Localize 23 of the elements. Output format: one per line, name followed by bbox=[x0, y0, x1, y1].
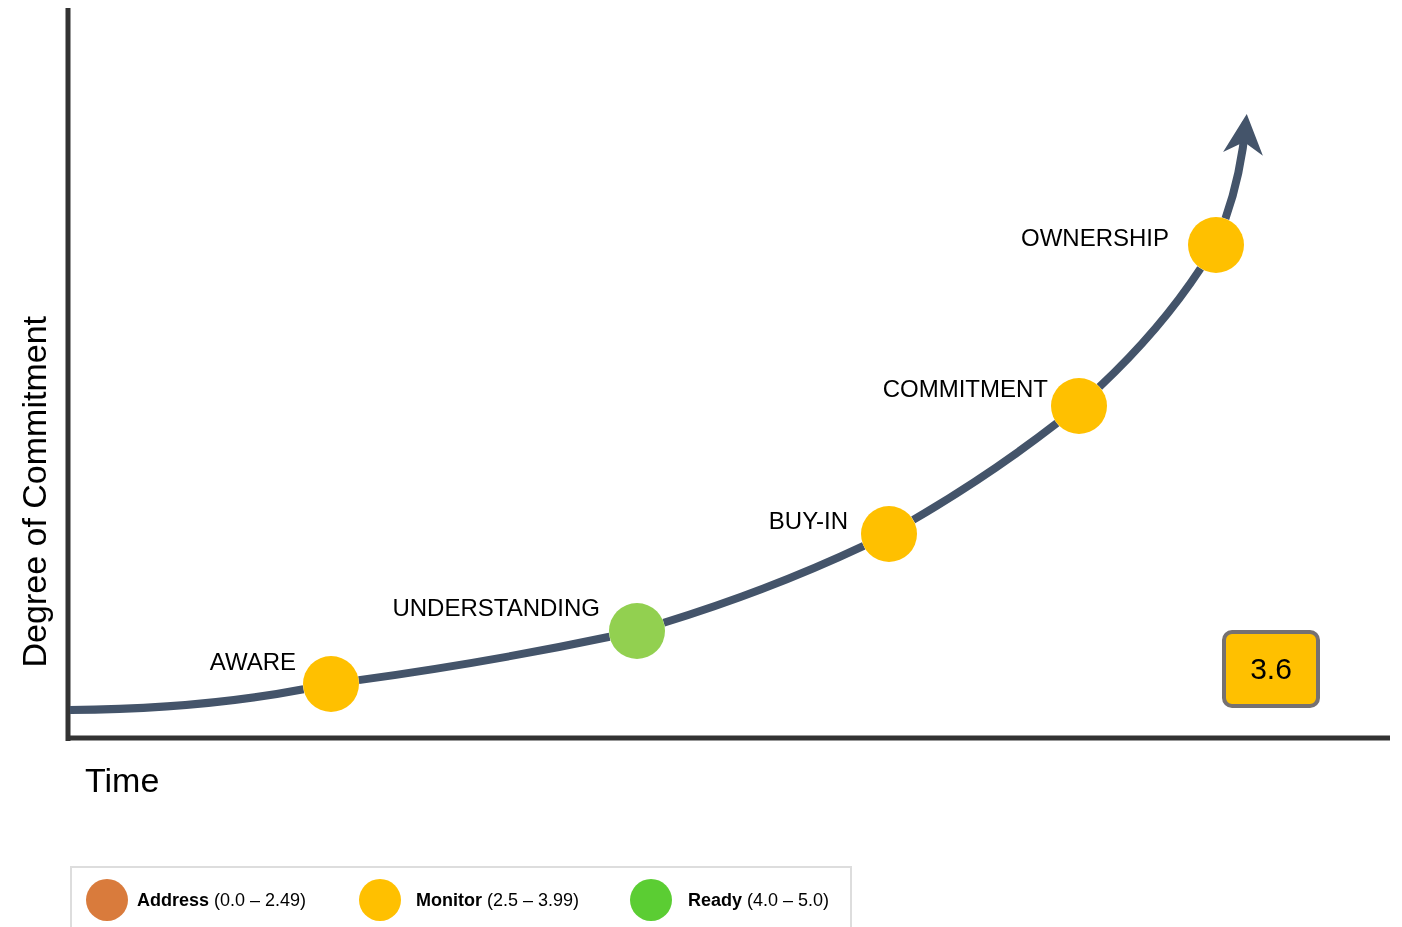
curve-line bbox=[662, 542, 866, 627]
curve-line bbox=[911, 420, 1060, 524]
curve-line bbox=[69, 685, 305, 714]
stage-dot bbox=[609, 603, 665, 659]
stage-label: AWARE bbox=[209, 648, 296, 676]
stage-dot bbox=[861, 506, 917, 562]
stage-label: OWNERSHIP bbox=[1021, 224, 1169, 252]
stage-dot bbox=[303, 656, 359, 712]
legend-label: Address (0.0 – 2.49) bbox=[137, 889, 307, 911]
legend-label: Monitor (2.5 – 3.99) bbox=[416, 889, 580, 911]
curve-line bbox=[358, 632, 611, 685]
curve-line bbox=[1096, 266, 1204, 390]
legend-label: Ready (4.0 – 5.0) bbox=[688, 889, 830, 911]
score-box bbox=[1222, 630, 1320, 708]
y-axis-title: Degree of Commitment bbox=[16, 316, 52, 668]
stage-dot bbox=[1051, 378, 1107, 434]
stage-label: COMMITMENT bbox=[882, 375, 1048, 403]
curve-arrow bbox=[1221, 114, 1263, 220]
stage-dot bbox=[1188, 217, 1244, 273]
stage-label: UNDERSTANDING bbox=[392, 594, 600, 622]
stage-label: BUY-IN bbox=[768, 507, 848, 535]
score-value: 3.6 bbox=[1250, 652, 1292, 686]
x-axis-title: Time bbox=[85, 760, 160, 800]
